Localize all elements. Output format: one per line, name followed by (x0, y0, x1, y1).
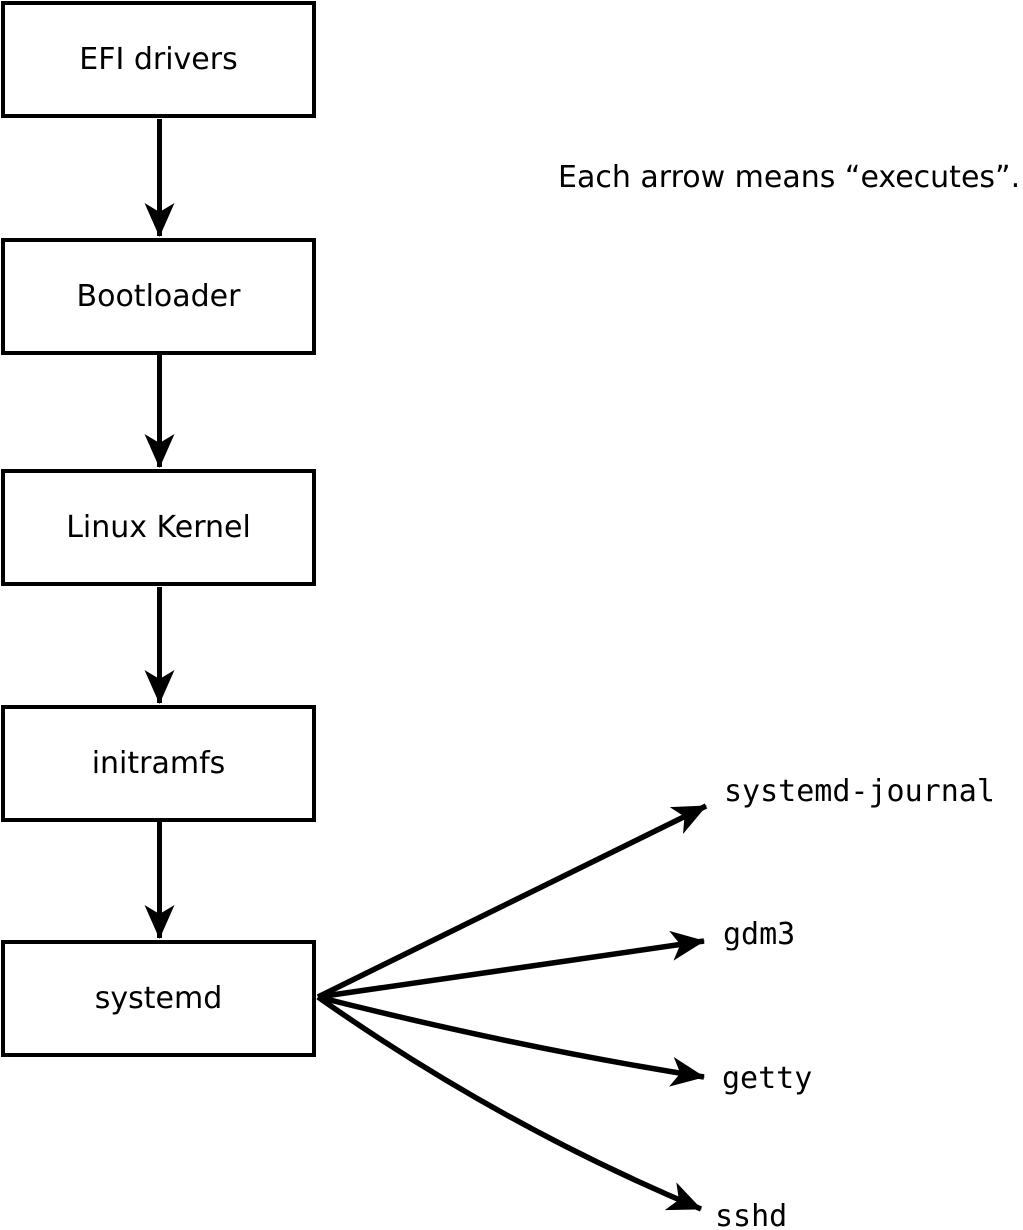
node-bootloader: Bootloader (1, 238, 316, 355)
legend-note: Each arrow means “executes”. (558, 160, 1021, 195)
leaf-gdm3: gdm3 (723, 917, 796, 952)
node-systemd: systemd (1, 940, 316, 1057)
node-linux-kernel-label: Linux Kernel (66, 510, 251, 545)
arrow-systemd-to-journal (316, 803, 708, 1000)
node-bootloader-label: Bootloader (76, 279, 241, 314)
arrow-systemd-to-getty (317, 994, 705, 1087)
leaf-sshd: sshd (715, 1199, 788, 1230)
node-systemd-label: systemd (94, 981, 223, 1016)
node-initramfs-label: initramfs (91, 746, 226, 781)
leaf-getty: getty (722, 1061, 813, 1096)
node-efi-drivers: EFI drivers (1, 1, 316, 118)
node-linux-kernel: Linux Kernel (1, 469, 316, 586)
arrow-systemd-to-sshd (316, 994, 703, 1212)
node-initramfs: initramfs (1, 705, 316, 822)
leaf-systemd-journal: systemd-journal (724, 774, 995, 809)
arrow-systemd-to-gdm3 (317, 930, 705, 1000)
node-efi-drivers-label: EFI drivers (79, 42, 238, 77)
